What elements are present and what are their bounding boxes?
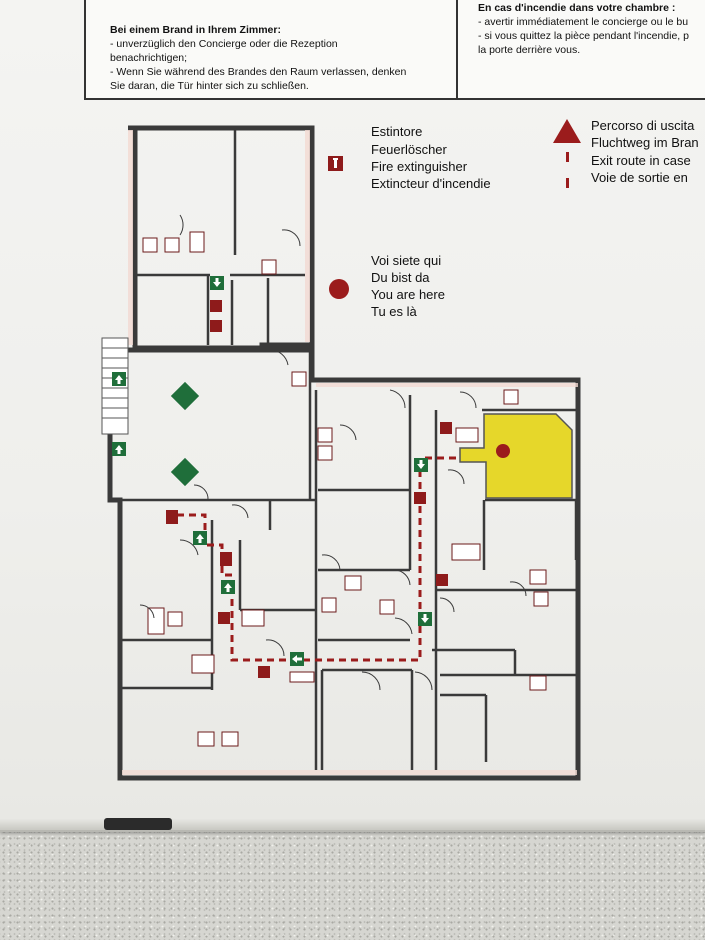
french-instructions-box: En cas d'incendie dans votre chambre : -…: [456, 0, 705, 100]
speckled-wall: [0, 828, 705, 940]
legend-here-fr: Tu es là: [371, 304, 417, 319]
german-line-2: benachrichtigen;: [110, 52, 188, 64]
plan-extinguishers: [166, 300, 452, 678]
legend-extinguisher-en: Fire extinguisher: [371, 159, 468, 174]
german-title: Bei einem Brand in Ihrem Zimmer:: [110, 24, 281, 36]
you-are-here-dot: [496, 444, 510, 458]
wall-fill: [122, 130, 578, 775]
german-line-4: Sie daran, die Tür hinter sich zu schlie…: [110, 80, 309, 92]
german-line-1: - unverzüglich den Concierge oder die Re…: [110, 38, 338, 50]
door-swings: [139, 214, 527, 691]
red-triangle-icon: [553, 119, 581, 143]
legend-here-it: Voi siete qui: [371, 253, 442, 268]
floor-plan: [101, 125, 581, 781]
french-line-1: - avertir immédiatement le concierge ou …: [478, 16, 689, 28]
german-line-3: - Wenn Sie während des Brandes den Raum …: [110, 66, 407, 78]
evacuation-plan-panel: Bei einem Brand in Ihrem Zimmer: - unver…: [0, 0, 705, 832]
french-line-3: la porte derrière vous.: [478, 44, 581, 56]
legend-here-de: Du bist da: [371, 270, 430, 285]
legend-extinguisher-it: Estintore: [371, 124, 423, 139]
inner-walls: [112, 130, 578, 770]
french-line-2: - si vous quittez la pièce pendant l'inc…: [478, 30, 689, 42]
legend-extinguisher-fr: Extincteur d'incendie: [371, 176, 491, 191]
french-title: En cas d'incendie dans votre chambre :: [478, 2, 676, 14]
german-instructions-box: Bei einem Brand in Ihrem Zimmer: - unver…: [84, 0, 458, 100]
bathroom-fixtures: [142, 231, 549, 747]
fire-extinguisher-icon: [328, 156, 343, 171]
legend-extinguisher-de: Feuerlöscher: [371, 142, 447, 157]
legend-exit-en: Exit route in case: [591, 153, 691, 168]
you-are-here-room: [459, 413, 573, 499]
legend-exit-it: Percorso di uscita: [591, 118, 695, 133]
route-dash-icon-2: [566, 178, 569, 188]
legend-exit-fr: Voie de sortie en: [591, 170, 688, 185]
panel-magnet: [104, 818, 172, 830]
panel-bottom-edge: [0, 818, 705, 830]
red-dot-icon: [329, 279, 349, 299]
route-dash-icon: [566, 152, 569, 162]
legend-exit-de: Fluchtweg im Bran: [591, 135, 699, 150]
legend-here-en: You are here: [371, 287, 445, 302]
